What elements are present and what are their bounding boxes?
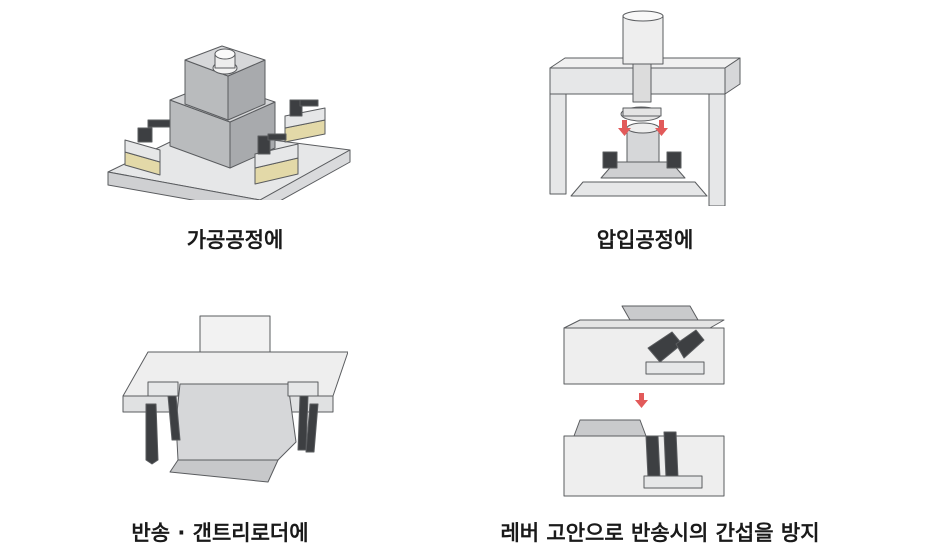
press-workpiece: [626, 127, 660, 163]
caption-press-fit: 압입공정에: [596, 228, 694, 252]
caption-gantry: 반송 · 갠트리로더에: [131, 521, 309, 545]
gantry-illustration: [122, 315, 348, 483]
press-cylinder: [622, 15, 664, 65]
press-arrows: [618, 120, 668, 136]
press-fit-illustration: [549, 10, 741, 206]
lower-clamp: [645, 435, 661, 479]
lever-interference-illustration: [563, 305, 725, 497]
lever-left: [145, 403, 159, 465]
caption-machining: 가공공정에: [186, 228, 284, 252]
gantry-workpiece: [175, 383, 297, 461]
caption-lever-interference: 레버 고안으로 반송시의 간섭을 방지: [500, 521, 820, 545]
transfer-arrow: [635, 393, 648, 408]
machining-illustration: [107, 45, 351, 200]
